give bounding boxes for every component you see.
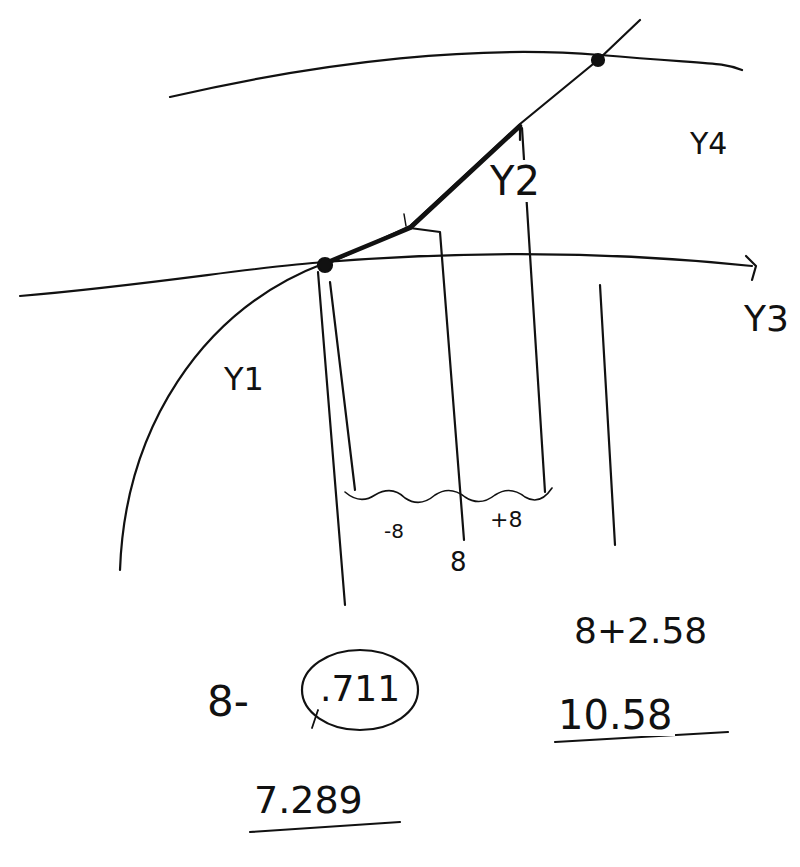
calculation-text: 8+2.58 [572,612,709,650]
upper-curve [170,52,742,97]
tick-mark [519,126,521,140]
left-curve [120,263,325,570]
calculation-text: 8- [205,680,251,724]
curve-label: Y1 [222,362,266,396]
vertical-line [318,272,345,605]
diagonal-line [325,20,640,265]
curve-label: Y3 [742,300,791,338]
vertical-line [600,285,615,545]
result-value: 10.58 [556,694,675,736]
intersection-dot [318,258,332,272]
curve-label: Y4 [688,128,729,160]
curve-end-hook [746,256,756,280]
middle-curve [20,254,752,296]
intersection-dot [592,54,604,66]
circle-mark [302,650,418,730]
circle-tail [312,710,318,728]
underline [250,822,400,832]
offset-value: -8 [382,520,406,542]
circled-value: .711 [318,670,402,708]
result-value: 7.289 [252,780,365,820]
curve-label: Y2 [488,160,542,202]
vertical-line [330,282,355,490]
station-value: 8 [448,548,469,576]
offset-value: +8 [488,508,524,532]
tick-mark [404,214,406,226]
wavy-brace [345,488,552,502]
